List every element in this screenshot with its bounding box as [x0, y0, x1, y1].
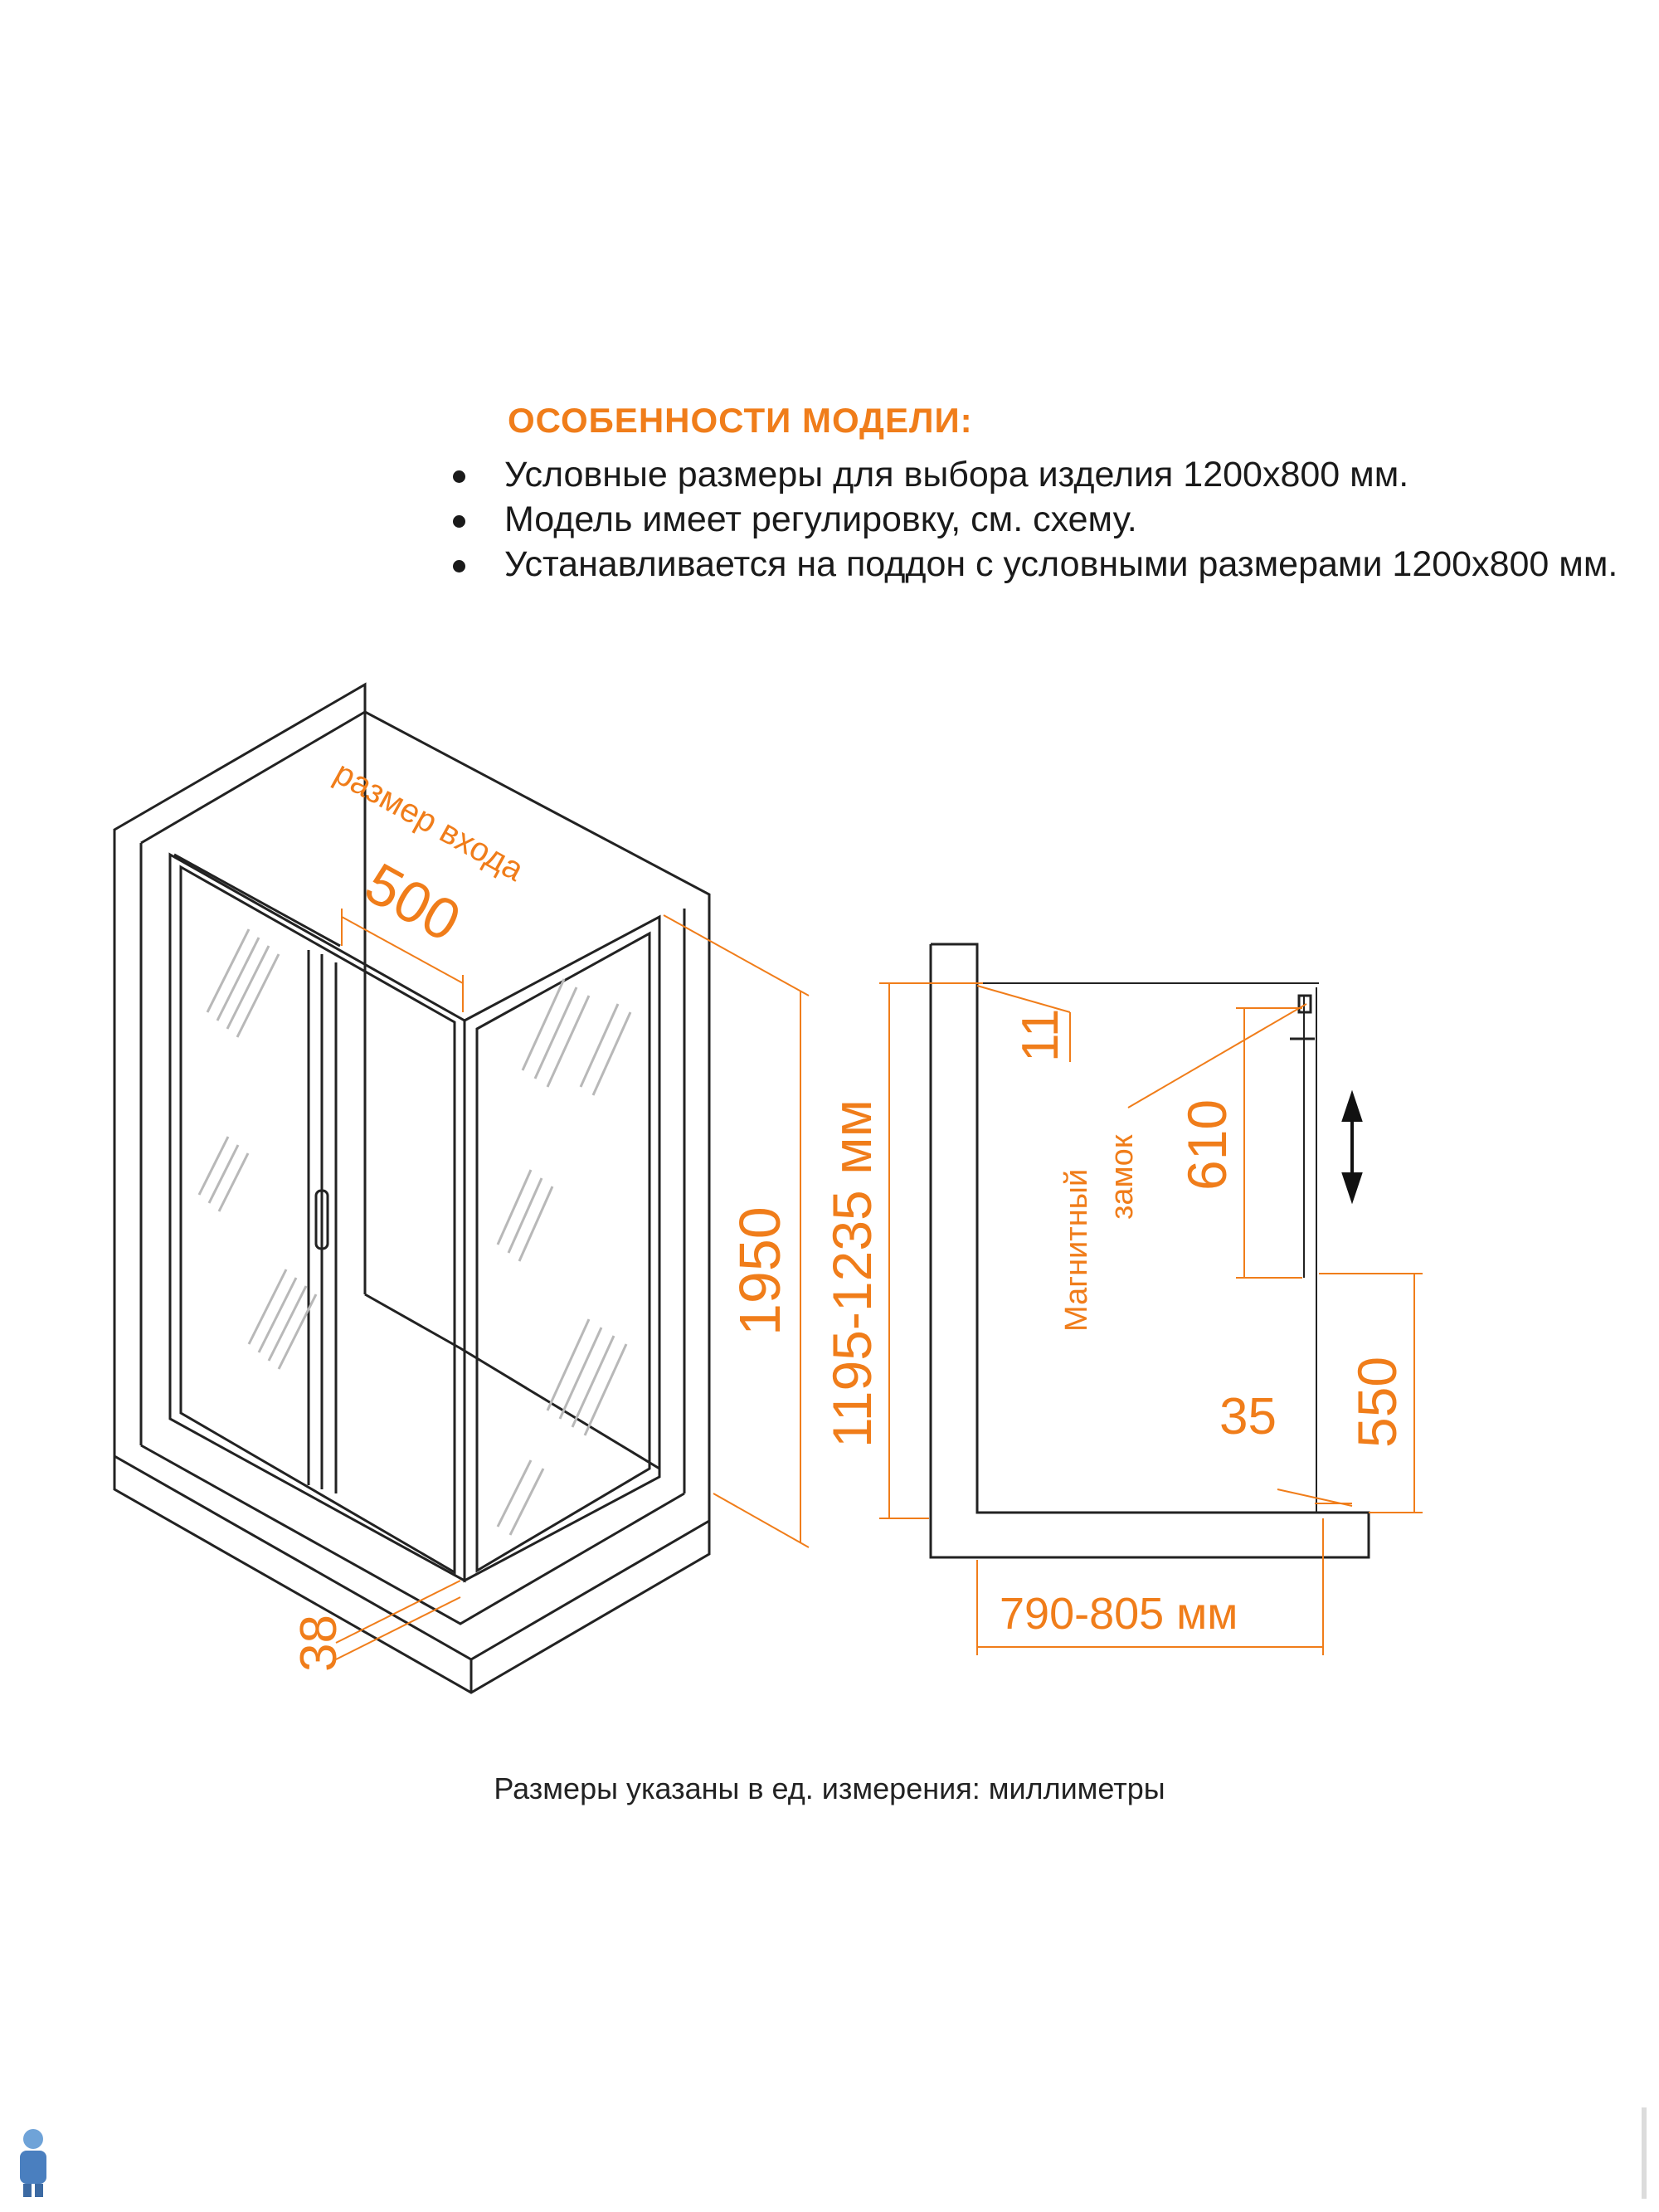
adjustment-arrow-icon: [1341, 1089, 1363, 1205]
floor-line: [364, 1293, 660, 1470]
lock-span-dimension: [1236, 1007, 1302, 1279]
width-range-value: 790-805 мм: [1000, 1589, 1238, 1639]
bottom-gap-value: 35: [1219, 1388, 1277, 1445]
base-height-value: 38: [290, 1615, 348, 1672]
side-panel: [463, 914, 661, 1583]
units-footnote: Размеры указаны в ед. измерения: миллиме…: [494, 1771, 1165, 1805]
lock-span-value: 610: [1176, 1099, 1238, 1191]
side-wall: [929, 943, 1370, 1559]
door-frame-inner: [179, 865, 456, 1575]
isometric-shower-view: размер входа 500 1950 38: [113, 682, 810, 1694]
wall-top-inner: [140, 710, 366, 845]
lock-height-dimension: [1319, 1273, 1423, 1513]
lock-label-line1: Магнитный: [1059, 1169, 1094, 1332]
base-height-dimension: [335, 1580, 461, 1660]
wall-outline: [113, 682, 711, 1661]
lock-label-line2: замок: [1105, 1134, 1140, 1220]
height-dimension: [663, 914, 810, 1548]
height-value: 1950: [727, 1206, 792, 1336]
width-range-dimension: [976, 1518, 1324, 1655]
feature-item: Устанавливается на поддон с условными ра…: [448, 542, 1626, 587]
features-list: Условные размеры для выбора изделия 1200…: [448, 452, 1626, 587]
adjust-range-value: 1195-1235 мм: [821, 1099, 883, 1448]
tray-top: [140, 1444, 685, 1625]
features-title: ОСОБЕННОСТИ МОДЕЛИ:: [508, 401, 973, 440]
lock-height-value: 550: [1346, 1357, 1408, 1448]
top-gap-dimension: [976, 985, 1071, 1062]
lock-block: [1297, 994, 1312, 1014]
side-section-view: 1195-1235 мм 11 Магнитный замок 610 550: [821, 943, 1423, 1655]
entry-label: размер входа: [328, 754, 530, 889]
lock-leader: [1127, 1003, 1307, 1108]
feature-item: Условные размеры для выбора изделия 1200…: [448, 452, 1626, 497]
feature-item: Модель имеет регулировку, см. схему.: [448, 497, 1626, 542]
bottom-gap-dimension: [1277, 1488, 1353, 1507]
entry-width-value: 500: [355, 850, 471, 954]
top-rail: [173, 853, 341, 948]
side-mark-icon: [1642, 2107, 1647, 2199]
side-panel-inner: [475, 931, 651, 1573]
tray-front: [113, 1456, 711, 1694]
door-handle: [314, 1189, 329, 1250]
entry-width-dimension: [341, 909, 464, 1012]
plumber-logo-icon: [20, 2129, 46, 2197]
adjust-range-dimension: [879, 982, 983, 1519]
top-gap-value: 11: [1012, 1009, 1069, 1062]
glass-hatching: [197, 928, 632, 1536]
